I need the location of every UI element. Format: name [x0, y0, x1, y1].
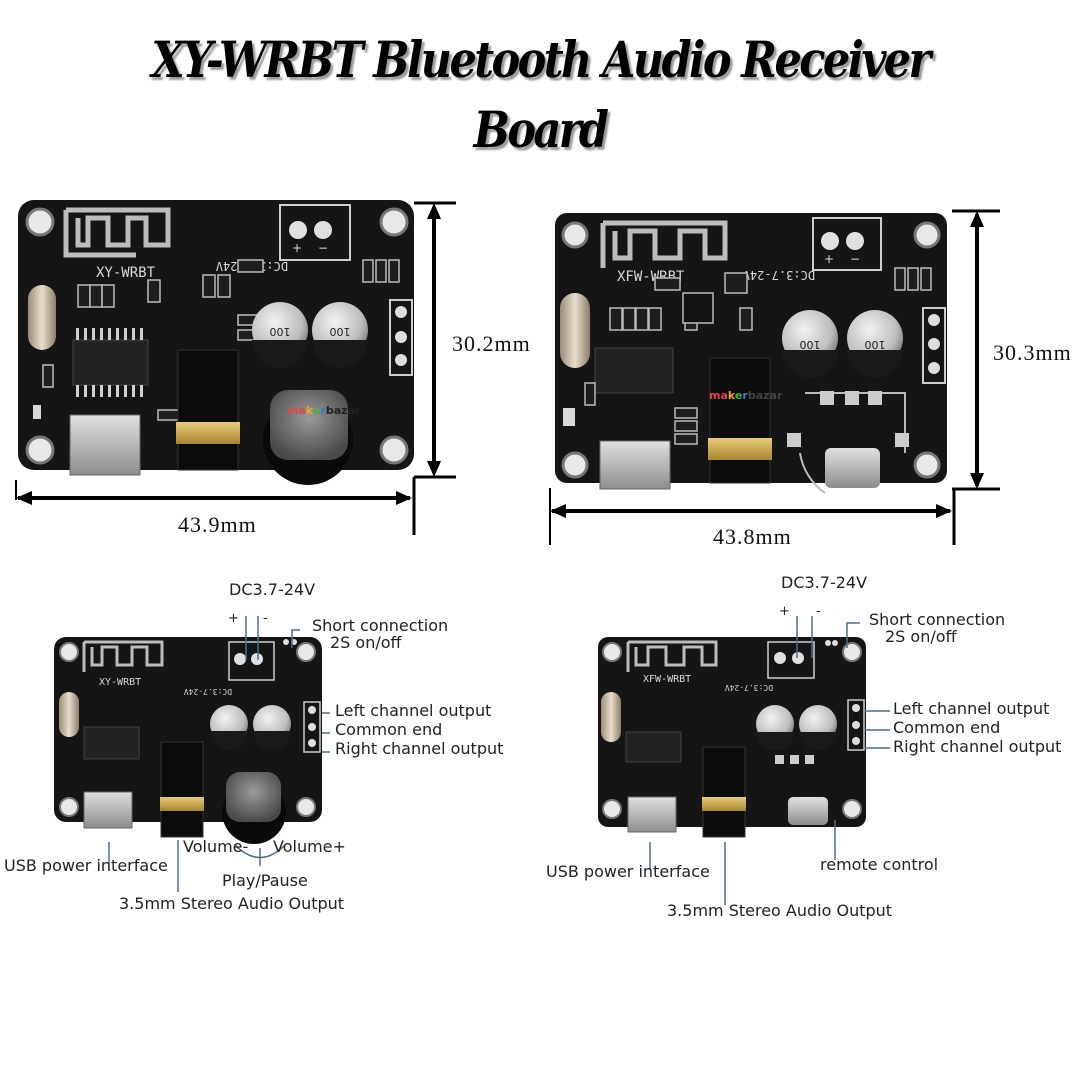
capacitor-1-label: 100	[800, 338, 821, 351]
height-dimension-label-1: 30.2mm	[452, 331, 531, 356]
usb-callout: USB power interface	[4, 856, 168, 875]
dimension-lines-top-right	[549, 209, 1000, 545]
silkscreen-power: DC:3.7-24V	[184, 687, 232, 696]
left-channel-callout: Left channel output	[335, 701, 492, 720]
callout-lines-bottom-right	[649, 616, 890, 905]
right-channel-callout: Right channel output	[335, 739, 504, 758]
page-title-line-1: XY-WRBT Bluetooth Audio Receiver	[151, 30, 931, 89]
on-off-callout: 2S on/off	[330, 633, 402, 652]
board-xy-wrbt-annotated: XY-WRBT DC:3.7-24V	[54, 637, 322, 844]
minus-callout: -	[263, 611, 268, 626]
audio-out-callout: 3.5mm Stereo Audio Output	[667, 901, 893, 920]
play-pause-callout: Play/Pause	[222, 871, 308, 890]
volume-plus-callout: Volume+	[273, 837, 346, 856]
volume-minus-callout: Volume-	[183, 837, 249, 856]
width-dimension-label-2: 43.8mm	[713, 524, 792, 549]
svg-text:+: +	[292, 241, 302, 255]
callout-lines-bottom-left	[108, 616, 330, 892]
svg-text:−: −	[850, 252, 860, 266]
common-end-callout: Common end	[335, 720, 443, 739]
minus-callout: -	[816, 604, 821, 619]
left-channel-callout: Left channel output	[893, 699, 1050, 718]
common-end-callout: Common end	[893, 718, 1001, 737]
watermark-makerbazar-1: makerbazar	[287, 404, 361, 417]
capacitor-2-label: 100	[330, 325, 351, 338]
silkscreen-model: XY-WRBT	[99, 677, 141, 688]
width-dimension-label-1: 43.9mm	[178, 512, 257, 537]
board-xy-wrbt-photo: XY-WRBT +− DC:3.7-24V 100 100	[18, 200, 414, 485]
usb-callout: USB power interface	[546, 862, 710, 881]
page-title-line-2: Board	[473, 100, 609, 159]
right-channel-callout: Right channel output	[893, 737, 1062, 756]
remote-control-callout: remote control	[820, 855, 939, 874]
board-xfw-wrbt-photo: XFW-WRBT +− DC:3.7-24V 100 100	[555, 213, 947, 494]
audio-out-callout: 3.5mm Stereo Audio Output	[119, 894, 345, 913]
svg-text:−: −	[318, 241, 328, 255]
silkscreen-power: DC:3.7-24V	[743, 268, 815, 282]
capacitor-1-label: 100	[270, 325, 291, 338]
height-dimension-label-2: 30.3mm	[993, 340, 1072, 365]
watermark-makerbazar-2: makerbazar	[709, 389, 783, 402]
silkscreen-model: XY-WRBT	[96, 265, 156, 281]
silkscreen-power: DC:3.7-24V	[725, 683, 773, 692]
short-connection-callout: Short connection	[312, 616, 449, 635]
power-callout: DC3.7-24V	[229, 580, 316, 599]
dimension-lines-top-left	[15, 201, 456, 535]
plus-callout: +	[228, 611, 239, 626]
short-connection-callout: Short connection	[869, 610, 1006, 629]
svg-text:+: +	[824, 252, 834, 266]
power-callout: DC3.7-24V	[781, 573, 868, 592]
plus-callout: +	[779, 604, 790, 619]
silkscreen-model: XFW-WRBT	[643, 674, 691, 685]
capacitor-2-label: 100	[865, 338, 886, 351]
on-off-callout: 2S on/off	[885, 627, 957, 646]
board-xfw-wrbt-annotated: XFW-WRBT DC:3.7-24V	[598, 637, 866, 838]
